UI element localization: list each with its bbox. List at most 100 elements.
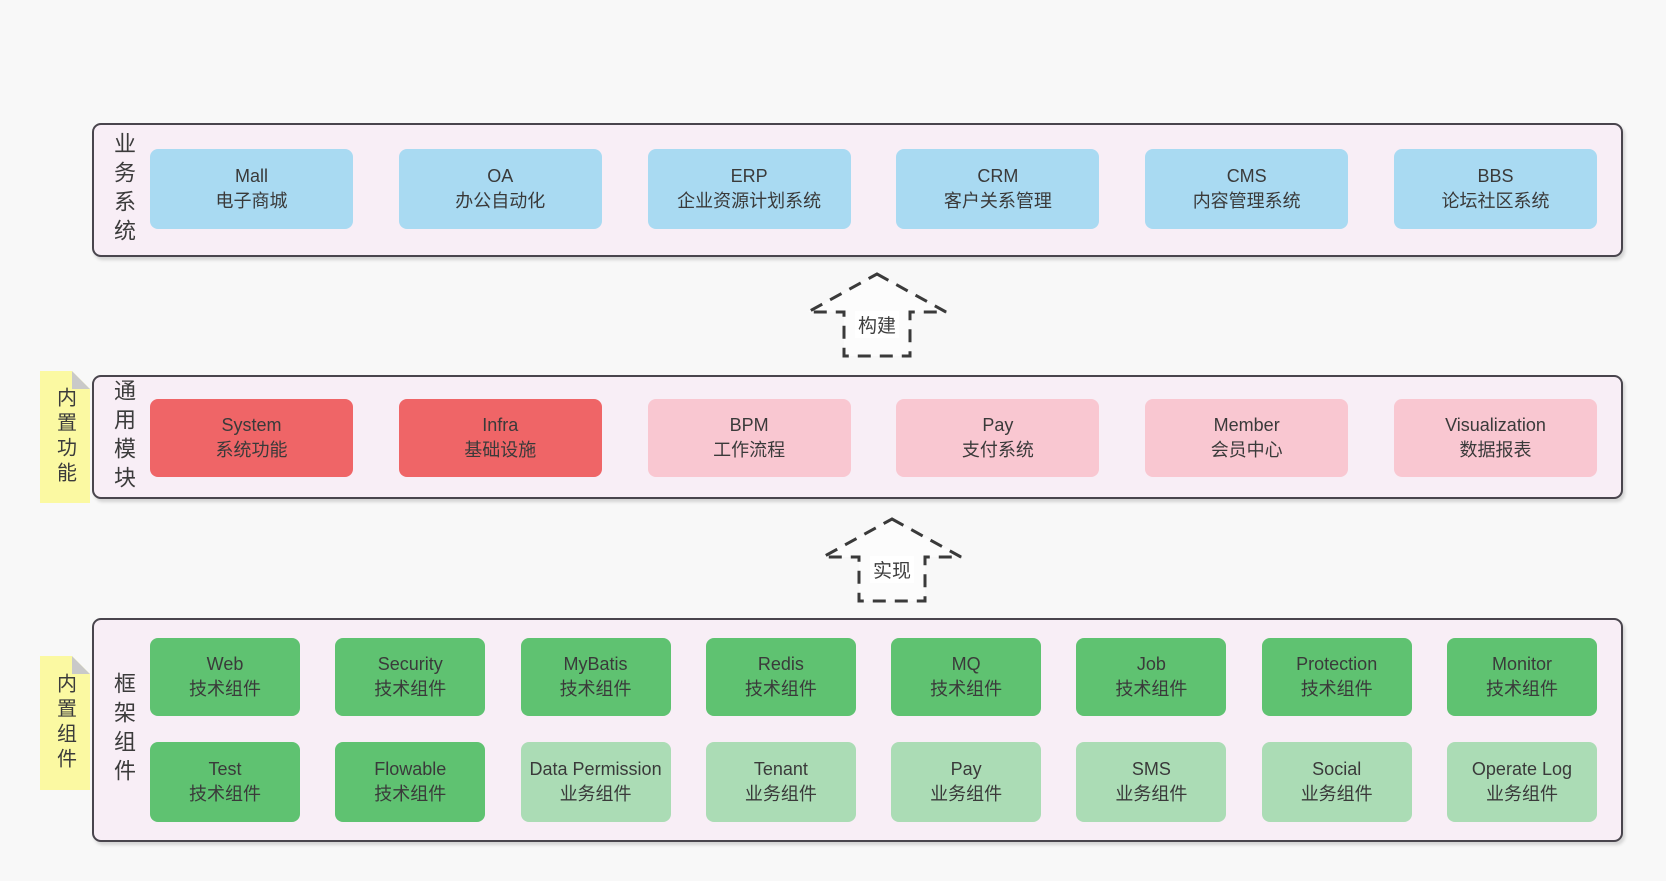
box-subtitle: 基础设施 bbox=[464, 440, 537, 460]
box-title: Social bbox=[1312, 759, 1362, 780]
box-subtitle: 业务组件 bbox=[1115, 784, 1188, 804]
box-subtitle: 技术组件 bbox=[744, 679, 817, 699]
implement-arrow: 实现 bbox=[820, 516, 964, 604]
box-title: Member bbox=[1213, 415, 1280, 436]
box-subtitle: 客户关系管理 bbox=[943, 191, 1052, 211]
box-subtitle: 业务组件 bbox=[930, 784, 1003, 804]
diagram-box-mall: Mall 电子商城 bbox=[150, 149, 353, 229]
diagram-box-system: System 系统功能 bbox=[150, 399, 353, 477]
diagram-box-oa: OA 办公自动化 bbox=[398, 149, 602, 229]
box-subtitle: 业务组件 bbox=[1300, 784, 1373, 804]
diagram-box-social: Social 业务组件 bbox=[1261, 742, 1412, 822]
diagram-box-tenant: Tenant 业务组件 bbox=[705, 742, 856, 822]
box-title: Test bbox=[208, 759, 242, 780]
band-framework-components-label: 框架组件 bbox=[111, 672, 136, 788]
box-title: Infra bbox=[482, 415, 519, 436]
diagram-box-security: Security 技术组件 bbox=[335, 638, 486, 716]
band-business-systems: 业务系统 Mall 电子商城 OA 办公自动化 ERP 企业资源计划系统 CRM 客户关系管理… bbox=[92, 123, 1623, 257]
diagram-box-test: Test 技术组件 bbox=[150, 742, 300, 822]
box-title: System bbox=[221, 415, 282, 436]
box-subtitle: 技术组件 bbox=[374, 679, 447, 699]
diagram-box-visualization: Visualization 数据报表 bbox=[1393, 399, 1597, 477]
box-subtitle: 内容管理系统 bbox=[1192, 191, 1301, 211]
box-title: Monitor bbox=[1491, 654, 1552, 675]
sticky-fold-corner-icon bbox=[72, 371, 90, 389]
builtin-features-sticky-label: 内置功能 bbox=[53, 387, 76, 487]
box-subtitle: 业务组件 bbox=[559, 784, 632, 804]
diagram-box-pay: Pay 业务组件 bbox=[891, 742, 1042, 822]
box-title: Mall bbox=[234, 166, 268, 187]
box-subtitle: 技术组件 bbox=[189, 679, 261, 699]
box-title: CRM bbox=[977, 166, 1019, 187]
box-title: Protection bbox=[1296, 654, 1378, 675]
box-subtitle: 企业资源计划系统 bbox=[677, 191, 822, 211]
box-title: Security bbox=[377, 654, 443, 675]
diagram-box-crm: CRM 客户关系管理 bbox=[896, 149, 1100, 229]
box-title: Data Permission bbox=[529, 759, 662, 780]
box-subtitle: 技术组件 bbox=[374, 784, 447, 804]
common-modules-box-row: System 系统功能 Infra 基础设施 BPM 工作流程 Pay 支付系统 Member 会… bbox=[150, 399, 1597, 477]
box-subtitle: 技术组件 bbox=[189, 784, 261, 804]
implement-arrow-label: 实现 bbox=[869, 556, 915, 583]
diagram-box-pay: Pay 支付系统 bbox=[896, 399, 1100, 477]
box-title: CMS bbox=[1226, 166, 1267, 187]
band-common-modules: 通用模块 System 系统功能 Infra 基础设施 BPM 工作流程 Pay 支付系统 Me… bbox=[92, 375, 1623, 499]
box-title: Operate Log bbox=[1471, 759, 1572, 780]
diagram-box-flowable: Flowable 技术组件 bbox=[335, 742, 486, 822]
sticky-fold-corner-icon bbox=[72, 656, 90, 674]
box-subtitle: 技术组件 bbox=[1115, 679, 1188, 699]
business-systems-box-row: Mall 电子商城 OA 办公自动化 ERP 企业资源计划系统 CRM 客户关系管理 CMS 内容… bbox=[150, 149, 1597, 229]
diagram-box-protection: Protection 技术组件 bbox=[1261, 638, 1412, 716]
diagram-box-redis: Redis 技术组件 bbox=[705, 638, 856, 716]
box-title: OA bbox=[487, 166, 514, 187]
band-business-systems-label: 业务系统 bbox=[111, 132, 136, 248]
box-subtitle: 支付系统 bbox=[961, 440, 1034, 460]
box-subtitle: 技术组件 bbox=[559, 679, 632, 699]
box-subtitle: 技术组件 bbox=[930, 679, 1003, 699]
diagram-box-erp: ERP 企业资源计划系统 bbox=[647, 149, 851, 229]
box-subtitle: 电子商城 bbox=[215, 191, 288, 211]
box-title: Web bbox=[206, 654, 244, 675]
build-arrow: 构建 bbox=[805, 271, 949, 359]
diagram-box-web: Web 技术组件 bbox=[150, 638, 300, 716]
box-title: BPM bbox=[729, 415, 769, 436]
box-title: Pay bbox=[950, 759, 982, 780]
builtin-components-sticky-label: 内置组件 bbox=[53, 673, 76, 773]
box-title: MyBatis bbox=[563, 654, 628, 675]
box-subtitle: 数据报表 bbox=[1459, 440, 1532, 460]
box-title: ERP bbox=[730, 166, 768, 187]
box-subtitle: 技术组件 bbox=[1300, 679, 1373, 699]
box-title: Flowable bbox=[374, 759, 447, 780]
diagram-box-data-permission: Data Permission 业务组件 bbox=[520, 742, 671, 822]
box-title: Redis bbox=[757, 654, 804, 675]
box-title: Visualization bbox=[1445, 415, 1546, 436]
box-title: Tenant bbox=[753, 759, 808, 780]
box-title: BBS bbox=[1477, 166, 1514, 187]
diagram-box-monitor: Monitor 技术组件 bbox=[1446, 638, 1597, 716]
diagram-box-infra: Infra 基础设施 bbox=[398, 399, 602, 477]
diagram-box-sms: SMS 业务组件 bbox=[1076, 742, 1227, 822]
box-title: Pay bbox=[982, 415, 1014, 436]
box-subtitle: 办公自动化 bbox=[455, 191, 546, 211]
box-subtitle: 业务组件 bbox=[744, 784, 817, 804]
box-subtitle: 技术组件 bbox=[1485, 679, 1558, 699]
box-subtitle: 工作流程 bbox=[713, 440, 786, 460]
box-title: SMS bbox=[1131, 759, 1171, 780]
diagram-box-cms: CMS 内容管理系统 bbox=[1145, 149, 1349, 229]
build-arrow-label: 构建 bbox=[854, 311, 900, 338]
diagram-box-bpm: BPM 工作流程 bbox=[647, 399, 851, 477]
box-subtitle: 会员中心 bbox=[1210, 440, 1283, 460]
box-subtitle: 系统功能 bbox=[215, 440, 288, 460]
builtin-components-sticky-note: 内置组件 bbox=[40, 656, 90, 790]
diagram-box-operate-log: Operate Log 业务组件 bbox=[1446, 742, 1597, 822]
diagram-box-member: Member 会员中心 bbox=[1145, 399, 1349, 477]
band-common-modules-label: 通用模块 bbox=[111, 379, 136, 495]
box-subtitle: 业务组件 bbox=[1485, 784, 1558, 804]
